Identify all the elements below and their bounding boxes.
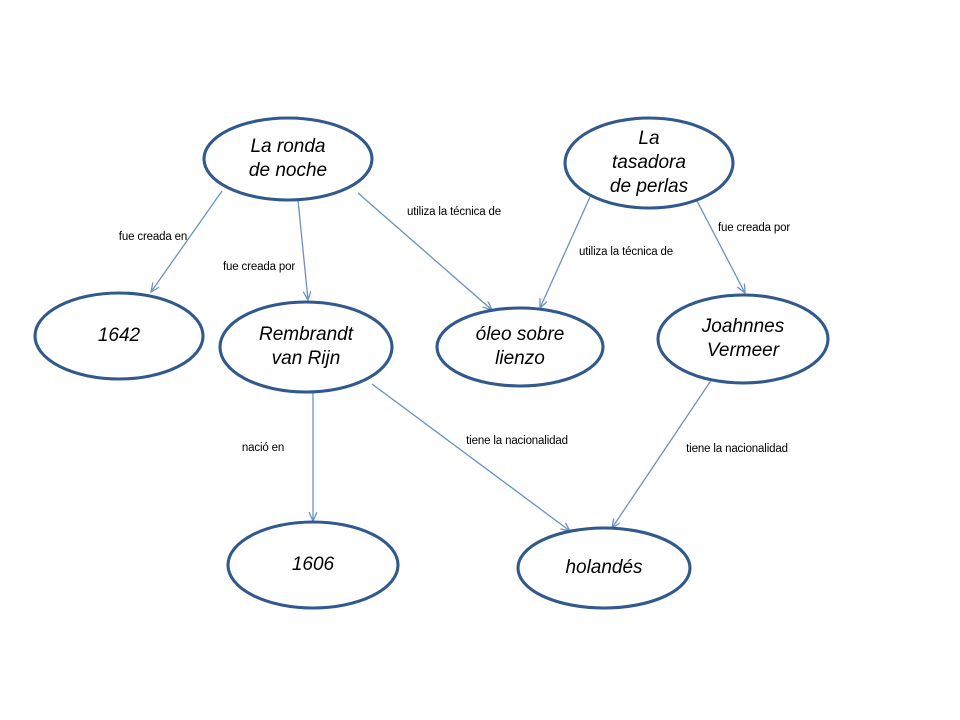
node-label-line: La ronda xyxy=(250,136,325,157)
edge-label-ronda-1642: fue creada en xyxy=(119,231,187,243)
edge-line xyxy=(371,383,570,531)
node-holandes[interactable]: holandés xyxy=(516,526,692,610)
edges-layer xyxy=(151,190,745,531)
node-label-line: Joahnnes xyxy=(701,316,785,337)
edge-rembrandt-holandes xyxy=(371,383,570,531)
node-label-line: La xyxy=(638,128,659,149)
edge-label-rembrandt-1606: nació en xyxy=(242,442,284,454)
edge-label-rembrandt-holandes: tiene la nacionalidad xyxy=(466,435,568,447)
node-ellipse[interactable] xyxy=(226,520,400,610)
node-anio1642[interactable]: 1642 xyxy=(33,291,205,381)
edge-label-ronda-oleo: utiliza la técnica de xyxy=(407,206,501,218)
edge-ronda-1642 xyxy=(151,190,223,292)
edge-line xyxy=(695,198,745,293)
node-ellipse[interactable] xyxy=(202,116,374,202)
node-label-line: holandés xyxy=(565,557,643,578)
node-ellipse[interactable] xyxy=(656,293,830,385)
edge-label-tasadora-vermeer: fue creada por xyxy=(718,222,790,234)
node-label-line: de perlas xyxy=(610,176,689,197)
edge-line xyxy=(357,192,492,310)
node-label-line: Rembrandt xyxy=(259,324,354,345)
edge-label-vermeer-holandes: tiene la nacionalidad xyxy=(686,443,788,455)
node-tasadora[interactable]: La tasadora de perlas xyxy=(563,116,735,210)
node-ellipse[interactable] xyxy=(516,526,692,610)
node-label-line: van Rijn xyxy=(272,348,341,369)
edge-line xyxy=(612,375,715,528)
node-label-line: 1606 xyxy=(292,554,335,575)
node-label-line: Vermeer xyxy=(707,340,780,361)
node-ellipse[interactable] xyxy=(563,116,735,210)
edge-ronda-rembrandt xyxy=(297,199,308,300)
node-oleo[interactable]: óleo sobre lienzo xyxy=(435,306,605,388)
node-label-line: 1642 xyxy=(98,325,141,346)
edge-tasadora-vermeer xyxy=(695,198,745,293)
edge-labels-layer: fue creada en fue creada por utiliza la té… xyxy=(119,206,791,455)
edge-label-ronda-rembrandt: fue creada por xyxy=(223,261,295,273)
edge-tasadora-oleo xyxy=(540,196,591,308)
node-rembrandt[interactable]: Rembrandt van Rijn xyxy=(218,300,394,394)
node-label-line: lienzo xyxy=(495,348,545,369)
edge-line xyxy=(151,190,223,292)
edge-line xyxy=(297,199,308,300)
node-ellipse[interactable] xyxy=(435,306,605,388)
node-anio1606[interactable]: 1606 xyxy=(226,520,400,610)
node-label-line: de noche xyxy=(249,160,327,181)
node-ronda[interactable]: La ronda de noche xyxy=(202,116,374,202)
edge-line xyxy=(540,196,591,308)
nodes-layer: La ronda de noche La tasadora de perlas 1642 R… xyxy=(33,116,830,610)
node-ellipse[interactable] xyxy=(33,291,205,381)
edge-label-tasadora-oleo: utiliza la técnica de xyxy=(579,246,673,258)
edge-vermeer-holandes xyxy=(612,375,715,528)
edge-ronda-oleo xyxy=(357,192,492,310)
node-label-line: óleo sobre xyxy=(476,324,565,345)
node-label-line: tasadora xyxy=(612,152,686,173)
node-ellipse[interactable] xyxy=(218,300,394,394)
